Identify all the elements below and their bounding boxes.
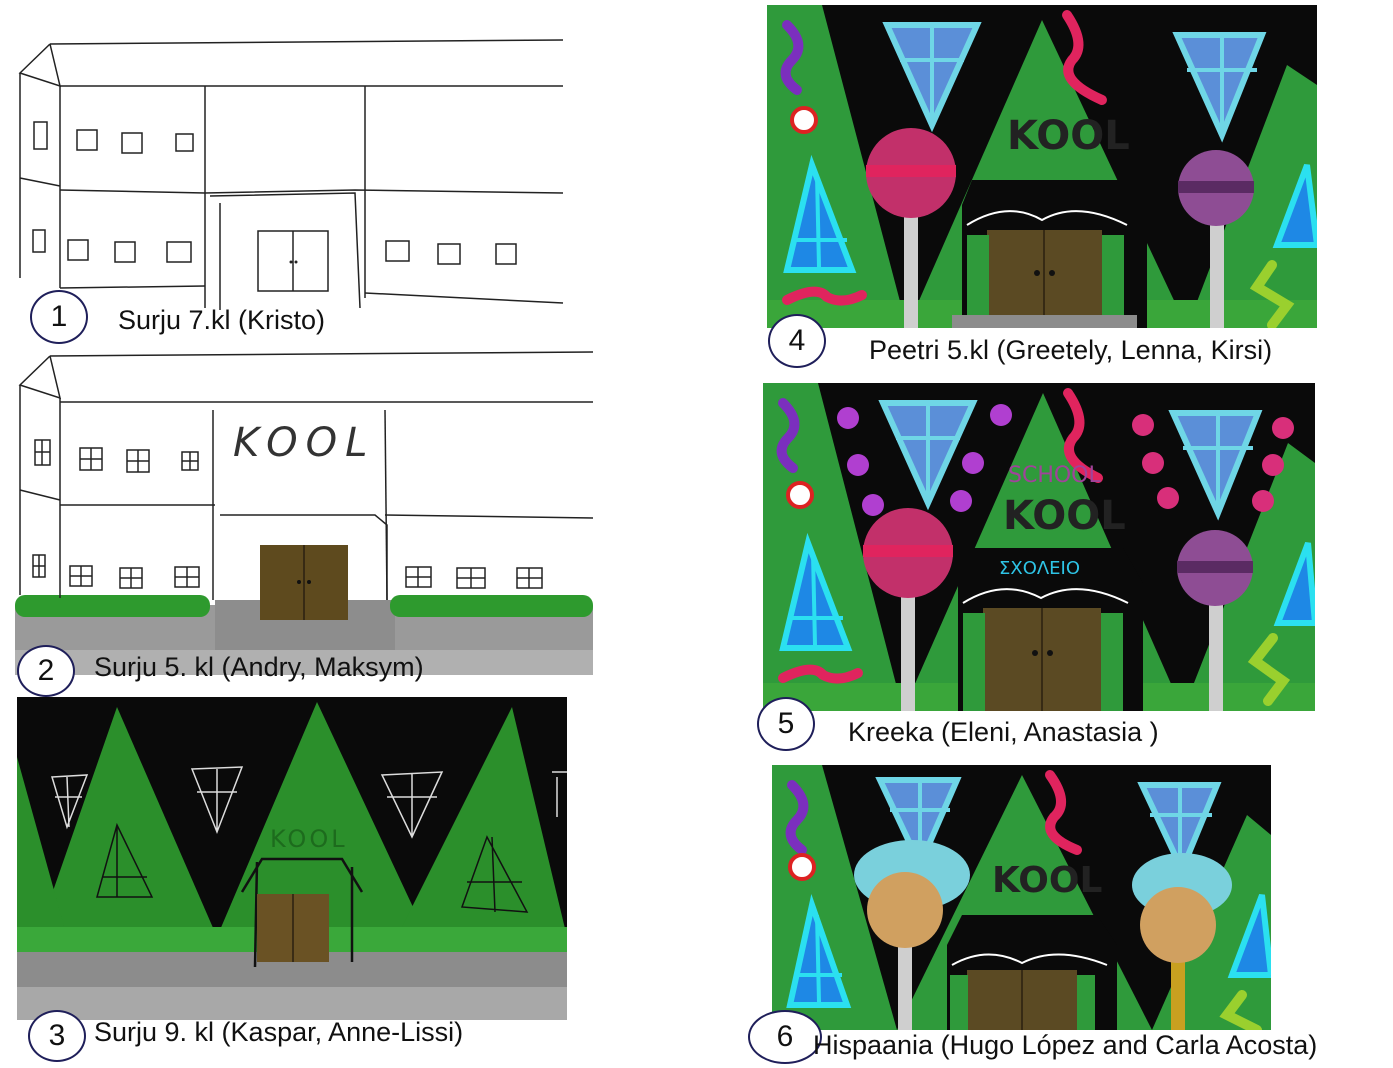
drawing-3-painting [17, 697, 567, 1020]
drawing-6-number: 6 [776, 1020, 794, 1053]
drawing-1 [15, 38, 567, 310]
drawing-1-caption: Surju 7.kl (Kristo) [118, 305, 326, 335]
drawing-3: KOOL [17, 697, 567, 1020]
drawing-3-sign: KOOL [270, 825, 348, 853]
drawing-2-caption: Surju 5. kl (Andry, Maksym) [94, 652, 424, 682]
drawing-5-sign: KOOL [1003, 493, 1126, 539]
drawing-2-sketch [15, 351, 593, 675]
drawing-2-number: 2 [37, 654, 55, 687]
drawing-2-number-badge: 2 [17, 645, 75, 697]
drawing-1-number: 1 [50, 300, 68, 333]
drawing-5-sign-top: SCHOOL [1008, 463, 1101, 488]
drawing-2-sign: KOOL [233, 420, 376, 466]
drawing-4-caption: Peetri 5.kl (Greetely, Lenna, Kirsi) [869, 335, 1273, 365]
drawing-4-painting [767, 5, 1317, 328]
drawing-1-sketch [18, 39, 564, 310]
drawing-1-number-badge: 1 [30, 290, 88, 344]
drawing-6-sign: KOOL [992, 860, 1103, 901]
drawing-6: KOOL [772, 765, 1271, 1030]
drawing-5-caption: Kreeka (Eleni, Anastasia ) [848, 717, 1159, 747]
drawing-4: KOOL [767, 5, 1317, 328]
drawing-4-number-badge: 4 [768, 314, 826, 368]
drawing-5-sign-greek: ΣΧΟΛΕΙΟ [999, 558, 1081, 579]
drawing-3-number-badge: 3 [28, 1010, 86, 1062]
drawing-3-number: 3 [48, 1019, 66, 1052]
drawing-6-caption: Hispaania (Hugo López and Carla Acosta) [813, 1030, 1318, 1060]
drawing-5-number-badge: 5 [757, 697, 815, 751]
drawing-6-number-badge: 6 [748, 1010, 822, 1064]
drawing-4-sign: KOOL [1007, 113, 1130, 159]
drawing-3-caption: Surju 9. kl (Kaspar, Anne-Lissi) [94, 1017, 464, 1047]
drawing-5-number: 5 [777, 707, 795, 740]
drawing-2: KOOL [15, 350, 593, 675]
drawing-5-painting [763, 383, 1315, 711]
drawing-4-number: 4 [788, 324, 806, 357]
drawing-6-painting [772, 765, 1271, 1030]
drawing-5: SCHOOL KOOL ΣΧΟΛΕΙΟ [763, 383, 1315, 711]
